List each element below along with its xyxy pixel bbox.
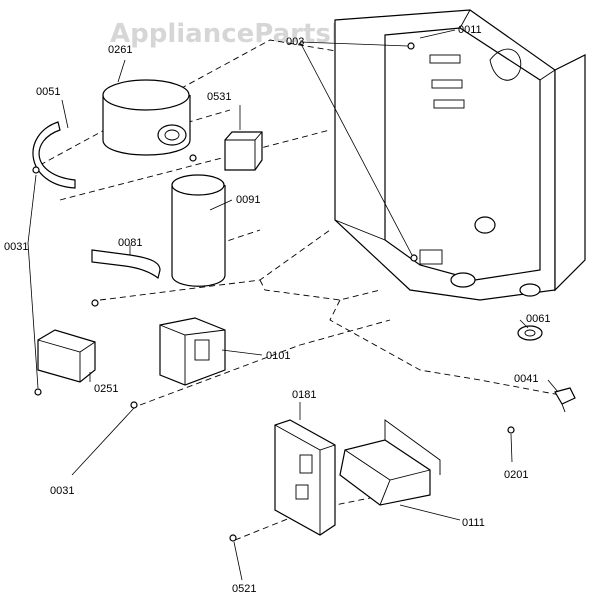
mounting-bracket-0111 bbox=[339, 419, 441, 506]
callout-0061: 0061 bbox=[526, 313, 550, 325]
contactor-0101 bbox=[159, 317, 226, 386]
switch-0041 bbox=[554, 387, 576, 413]
grommet bbox=[517, 325, 543, 341]
callout-0181: 0181 bbox=[292, 389, 316, 401]
callout-0521: 0521 bbox=[232, 583, 256, 595]
leader-lines bbox=[27, 29, 559, 581]
callout-0081: 0081 bbox=[118, 237, 142, 249]
capacitor-0261 bbox=[102, 79, 191, 156]
callout-0111: 0111 bbox=[462, 517, 485, 529]
callout-labels: 0011 0261 003 0051 0531 0091 0031 0081 0… bbox=[4, 24, 550, 595]
callout-003: 003 bbox=[286, 36, 304, 48]
relay-0531 bbox=[224, 131, 263, 171]
screws bbox=[32, 42, 515, 542]
callout-0051: 0051 bbox=[36, 86, 60, 98]
bracket-0081 bbox=[91, 249, 161, 280]
callout-0251: 0251 bbox=[94, 383, 118, 395]
strap-0051 bbox=[32, 121, 76, 189]
callout-0201: 0201 bbox=[504, 469, 528, 481]
callout-0031-lower: 0031 bbox=[50, 485, 74, 497]
control-board-0181 bbox=[274, 419, 336, 536]
callout-0101: 0101 bbox=[266, 350, 290, 362]
capacitor-0091 bbox=[171, 174, 226, 287]
transformer-0251 bbox=[37, 329, 96, 383]
callout-0031-upper: 0031 bbox=[4, 241, 28, 253]
callout-0091: 0091 bbox=[236, 194, 260, 206]
cabinet-housing bbox=[334, 9, 586, 301]
callout-0261: 0261 bbox=[108, 44, 132, 56]
callout-0531: 0531 bbox=[207, 91, 231, 103]
callout-0041: 0041 bbox=[514, 373, 538, 385]
callout-0011: 0011 bbox=[458, 24, 482, 36]
